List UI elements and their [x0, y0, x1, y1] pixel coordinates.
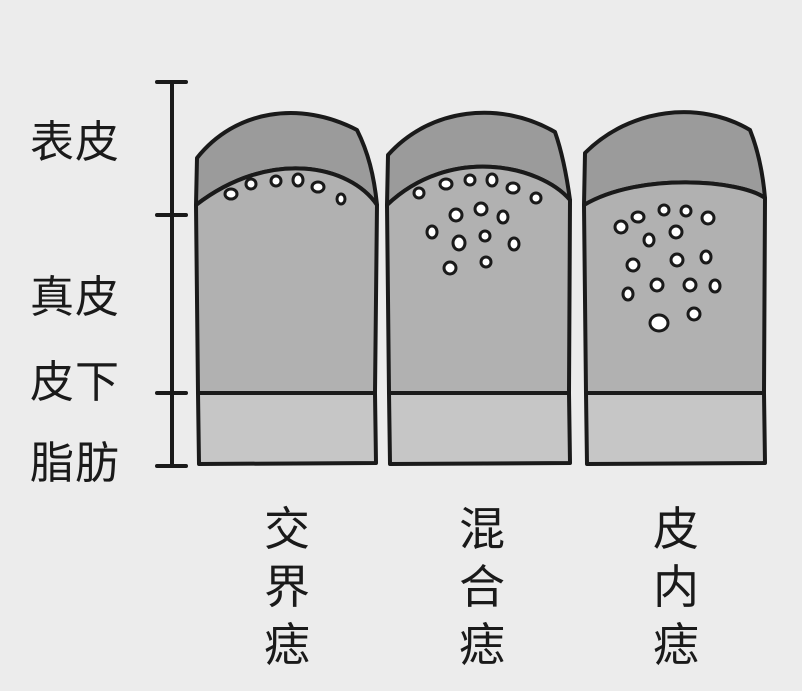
nevus-cell	[621, 286, 635, 302]
nevus-cell	[529, 191, 543, 205]
nevus-cell	[625, 257, 641, 273]
nevus-cell	[613, 219, 629, 235]
nevus-cell	[269, 174, 283, 188]
nevus-cell	[463, 173, 477, 187]
label-junctional-nevus: 交界痣	[264, 502, 310, 672]
nevus-cell	[438, 177, 454, 191]
label-dermis: 真皮	[30, 272, 120, 323]
label-subcutaneous: 皮下	[30, 357, 120, 408]
nevus-cell	[485, 172, 499, 188]
nevus-cell	[479, 255, 493, 269]
nevus-cells	[412, 172, 543, 276]
layer-scale-bar	[155, 80, 188, 468]
nevus-cell	[642, 232, 656, 248]
nevus-cell	[448, 207, 464, 223]
nevus-cell	[700, 210, 716, 226]
dermis-layer	[194, 166, 379, 395]
nevus-cell	[244, 177, 258, 191]
nevus-cell	[682, 277, 698, 293]
subcutaneous-layer	[584, 391, 767, 466]
label-compound-nevus: 混合痣	[459, 502, 505, 672]
dermis-layer	[582, 180, 767, 395]
nevus-cell	[657, 203, 671, 217]
nevus-cell	[699, 249, 713, 265]
nevus-cell	[507, 236, 521, 252]
subcutaneous-layer	[387, 391, 572, 466]
column-intradermal	[582, 110, 767, 466]
subcutaneous-layer	[196, 391, 378, 466]
column-compound	[385, 110, 572, 466]
nevus-cells	[223, 172, 347, 206]
dermis-layer	[385, 164, 572, 395]
nevus-cell	[412, 186, 426, 200]
label-epidermis: 表皮	[30, 117, 120, 168]
nevus-cell	[630, 210, 646, 224]
nevus-cells	[613, 203, 722, 333]
nevus-cell	[649, 277, 665, 293]
label-intradermal-nevus: 皮内痣	[653, 502, 699, 672]
nevus-cell	[668, 224, 684, 240]
nevus-cell	[335, 192, 347, 206]
nevus-cell	[679, 204, 693, 218]
nevus-cell	[648, 313, 670, 333]
nevus-cell	[708, 278, 722, 294]
nevus-cell	[478, 229, 492, 243]
nevus-cell	[310, 180, 326, 194]
nevus-cell	[496, 209, 510, 225]
nevus-cell	[451, 234, 467, 252]
nevus-cell	[223, 187, 239, 201]
column-junctional	[194, 111, 379, 466]
nevus-cell	[686, 306, 702, 322]
nevus-cell	[505, 181, 521, 195]
nevus-cell	[473, 201, 489, 217]
nevus-cell	[291, 172, 305, 188]
label-fat: 脂肪	[30, 438, 120, 489]
nevus-cell	[425, 224, 439, 240]
nevus-cell	[442, 260, 458, 276]
nevus-cell	[669, 252, 685, 268]
